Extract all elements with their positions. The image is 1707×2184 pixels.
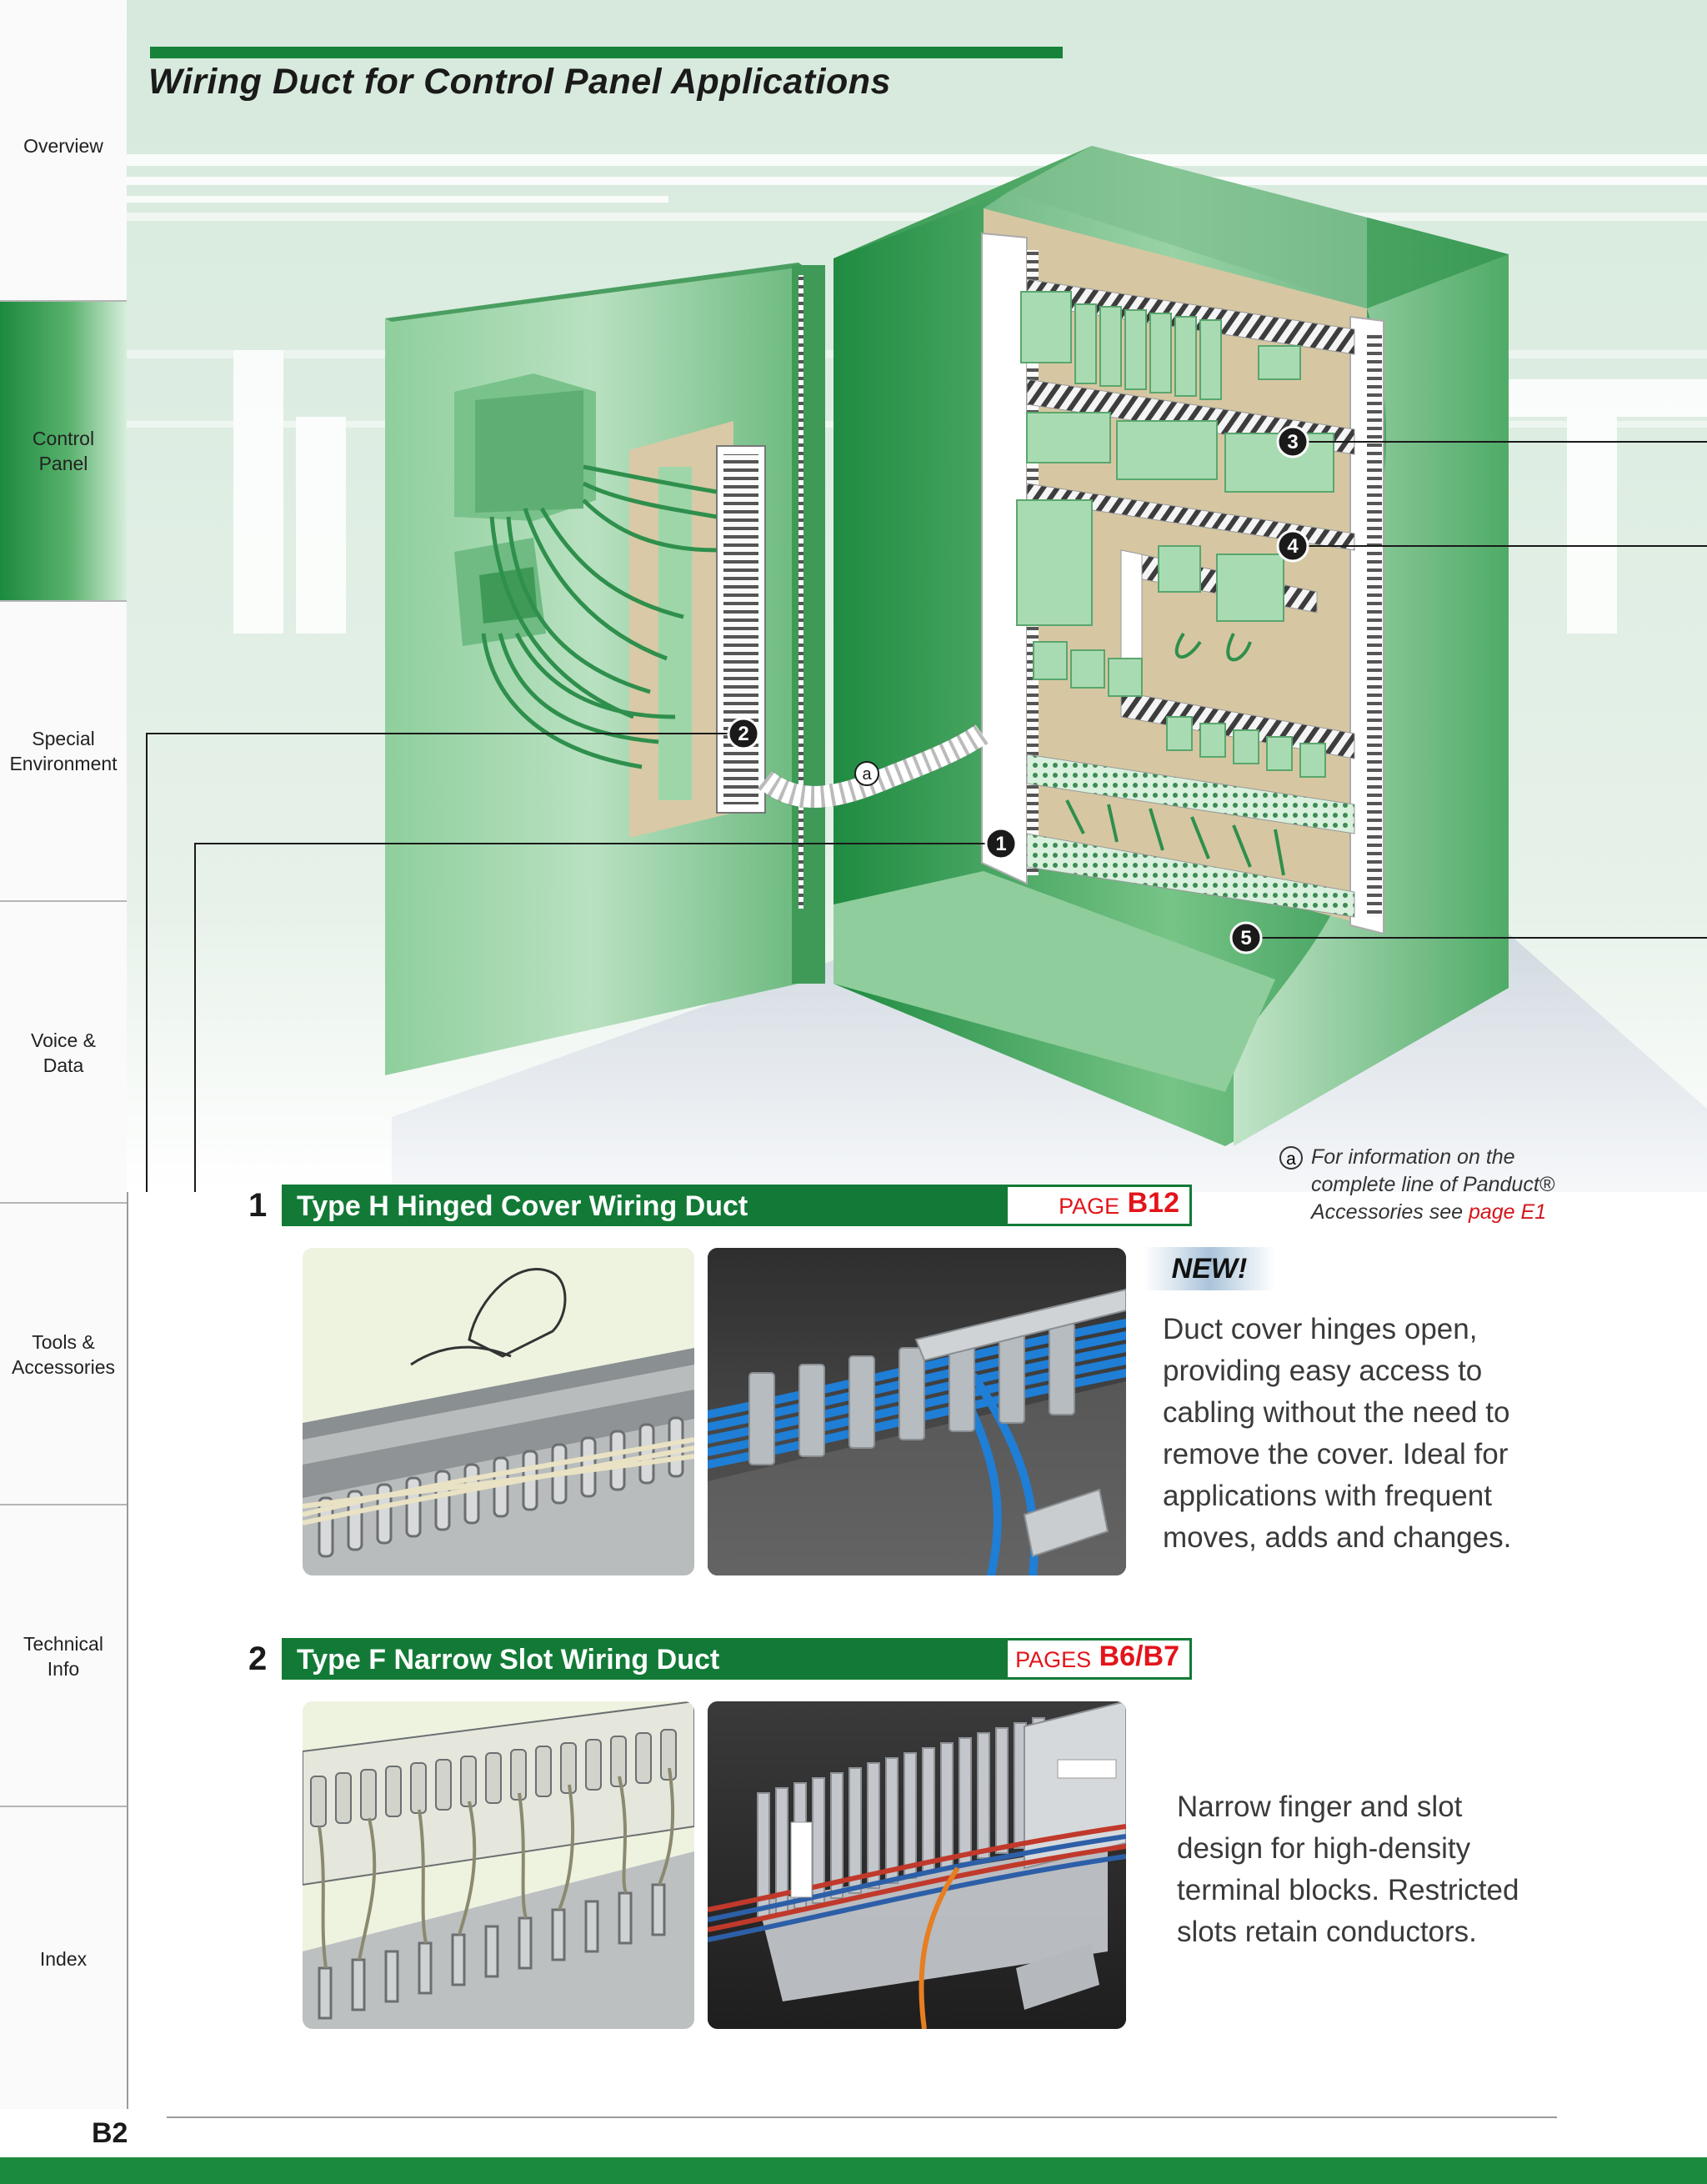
- tab-tools-accessories[interactable]: Tools & Accessories: [0, 1205, 127, 1505]
- product-2-header: Type F Narrow Slot Wiring Duct PAGES B6/…: [282, 1638, 1192, 1680]
- bottom-brand-strip: [0, 2157, 1707, 2184]
- tab-label: Special Environment: [9, 728, 118, 774]
- hinged-duct-photo: [708, 1248, 1126, 1575]
- description-line: terminal blocks. Restricted: [1177, 1874, 1519, 1906]
- description-line: Duct cover hinges open,: [1163, 1313, 1478, 1345]
- page-number: B2: [92, 2117, 128, 2149]
- page-ref-label: PAGES: [1015, 1647, 1092, 1672]
- description-line: Narrow finger and slot: [1177, 1791, 1463, 1823]
- callout-1-badge: [984, 827, 1018, 860]
- product-1-description: Duct cover hinges open, providing easy a…: [1163, 1309, 1511, 1559]
- description-line: cabling without the need to: [1163, 1396, 1510, 1429]
- narrow-slot-duct-illustration: [303, 1701, 694, 2029]
- hinged-duct-illustration: [303, 1248, 694, 1575]
- footer-rule: [167, 2116, 1557, 2118]
- description-line: moves, adds and changes.: [1163, 1521, 1512, 1554]
- narrow-slot-duct-photo: [708, 1701, 1126, 2029]
- page-ref-number: B12: [1127, 1187, 1179, 1219]
- note-line-3: Accessories see page E1: [1279, 1199, 1554, 1226]
- description-line: applications with frequent: [1163, 1480, 1492, 1512]
- callout-2-label: 2: [738, 723, 748, 745]
- callout-1-label: 1: [995, 833, 1006, 855]
- note-page-link[interactable]: page E1: [1468, 1200, 1547, 1224]
- note-line-2: complete line of Panduct®: [1311, 1173, 1555, 1196]
- product-1-name: Type H Hinged Cover Wiring Duct: [297, 1190, 748, 1222]
- product-1-number: 1: [248, 1187, 268, 1224]
- tab-label: Technical Info: [23, 1633, 103, 1680]
- tab-voice-data[interactable]: Voice & Data: [0, 904, 127, 1204]
- callout-3-label: 3: [1287, 431, 1298, 453]
- accessories-note: For information on the complete line of …: [1279, 1144, 1554, 1226]
- tab-label: Overview: [23, 135, 103, 157]
- tab-index[interactable]: Index: [0, 1809, 127, 2109]
- product-2-page-ref[interactable]: PAGES B6/B7: [1008, 1641, 1189, 1677]
- page-ref-label: PAGE: [1059, 1194, 1120, 1219]
- callout-2-badge: [727, 717, 760, 750]
- tab-label: Tools & Accessories: [12, 1331, 115, 1378]
- product-1-page-ref[interactable]: PAGE B12: [1008, 1187, 1189, 1224]
- tab-technical-info[interactable]: Technical Info: [0, 1507, 127, 1807]
- tab-special-environment[interactable]: Special Environment: [0, 602, 127, 902]
- new-badge: NEW!: [1144, 1247, 1275, 1290]
- description-line: slots retain conductors.: [1177, 1916, 1477, 1948]
- callout-5-badge: [1229, 921, 1263, 954]
- product-2-name: Type F Narrow Slot Wiring Duct: [297, 1644, 720, 1676]
- tab-label: Index: [39, 1948, 88, 1970]
- callout-4-label: 4: [1287, 535, 1299, 558]
- callout-5-label: 5: [1240, 927, 1251, 949]
- product-1-header: Type H Hinged Cover Wiring Duct PAGE B12: [282, 1185, 1192, 1226]
- tab-label: Voice & Data: [31, 1029, 96, 1076]
- page-title: Wiring Duct for Control Panel Applicatio…: [148, 62, 891, 102]
- description-line: remove the cover. Ideal for: [1163, 1438, 1509, 1470]
- callout-4-badge: [1276, 529, 1309, 563]
- callout-a-label: a: [862, 765, 872, 784]
- note-line-3-prefix: Accessories see: [1311, 1200, 1469, 1224]
- tab-overview[interactable]: Overview: [0, 0, 127, 302]
- note-badge: a: [1279, 1146, 1303, 1170]
- section-sidebar: Overview Control Panel Special Environme…: [0, 0, 128, 2109]
- title-rule: [150, 47, 1063, 58]
- tab-label: Control Panel: [32, 428, 95, 474]
- note-line-1: For information on the: [1311, 1145, 1515, 1169]
- callout-3-badge: [1276, 425, 1309, 458]
- tab-control-panel[interactable]: Control Panel: [0, 302, 127, 602]
- control-panel-illustration: 1 2 3 4 5 a: [127, 0, 1707, 1660]
- product-2-number: 2: [248, 1641, 268, 1677]
- description-line: design for high-density: [1177, 1832, 1471, 1865]
- callout-a-badge: [854, 761, 879, 786]
- product-2-description: Narrow finger and slot design for high-d…: [1177, 1786, 1519, 1953]
- page-ref-number: B6/B7: [1099, 1641, 1179, 1672]
- description-line: providing easy access to: [1163, 1355, 1483, 1387]
